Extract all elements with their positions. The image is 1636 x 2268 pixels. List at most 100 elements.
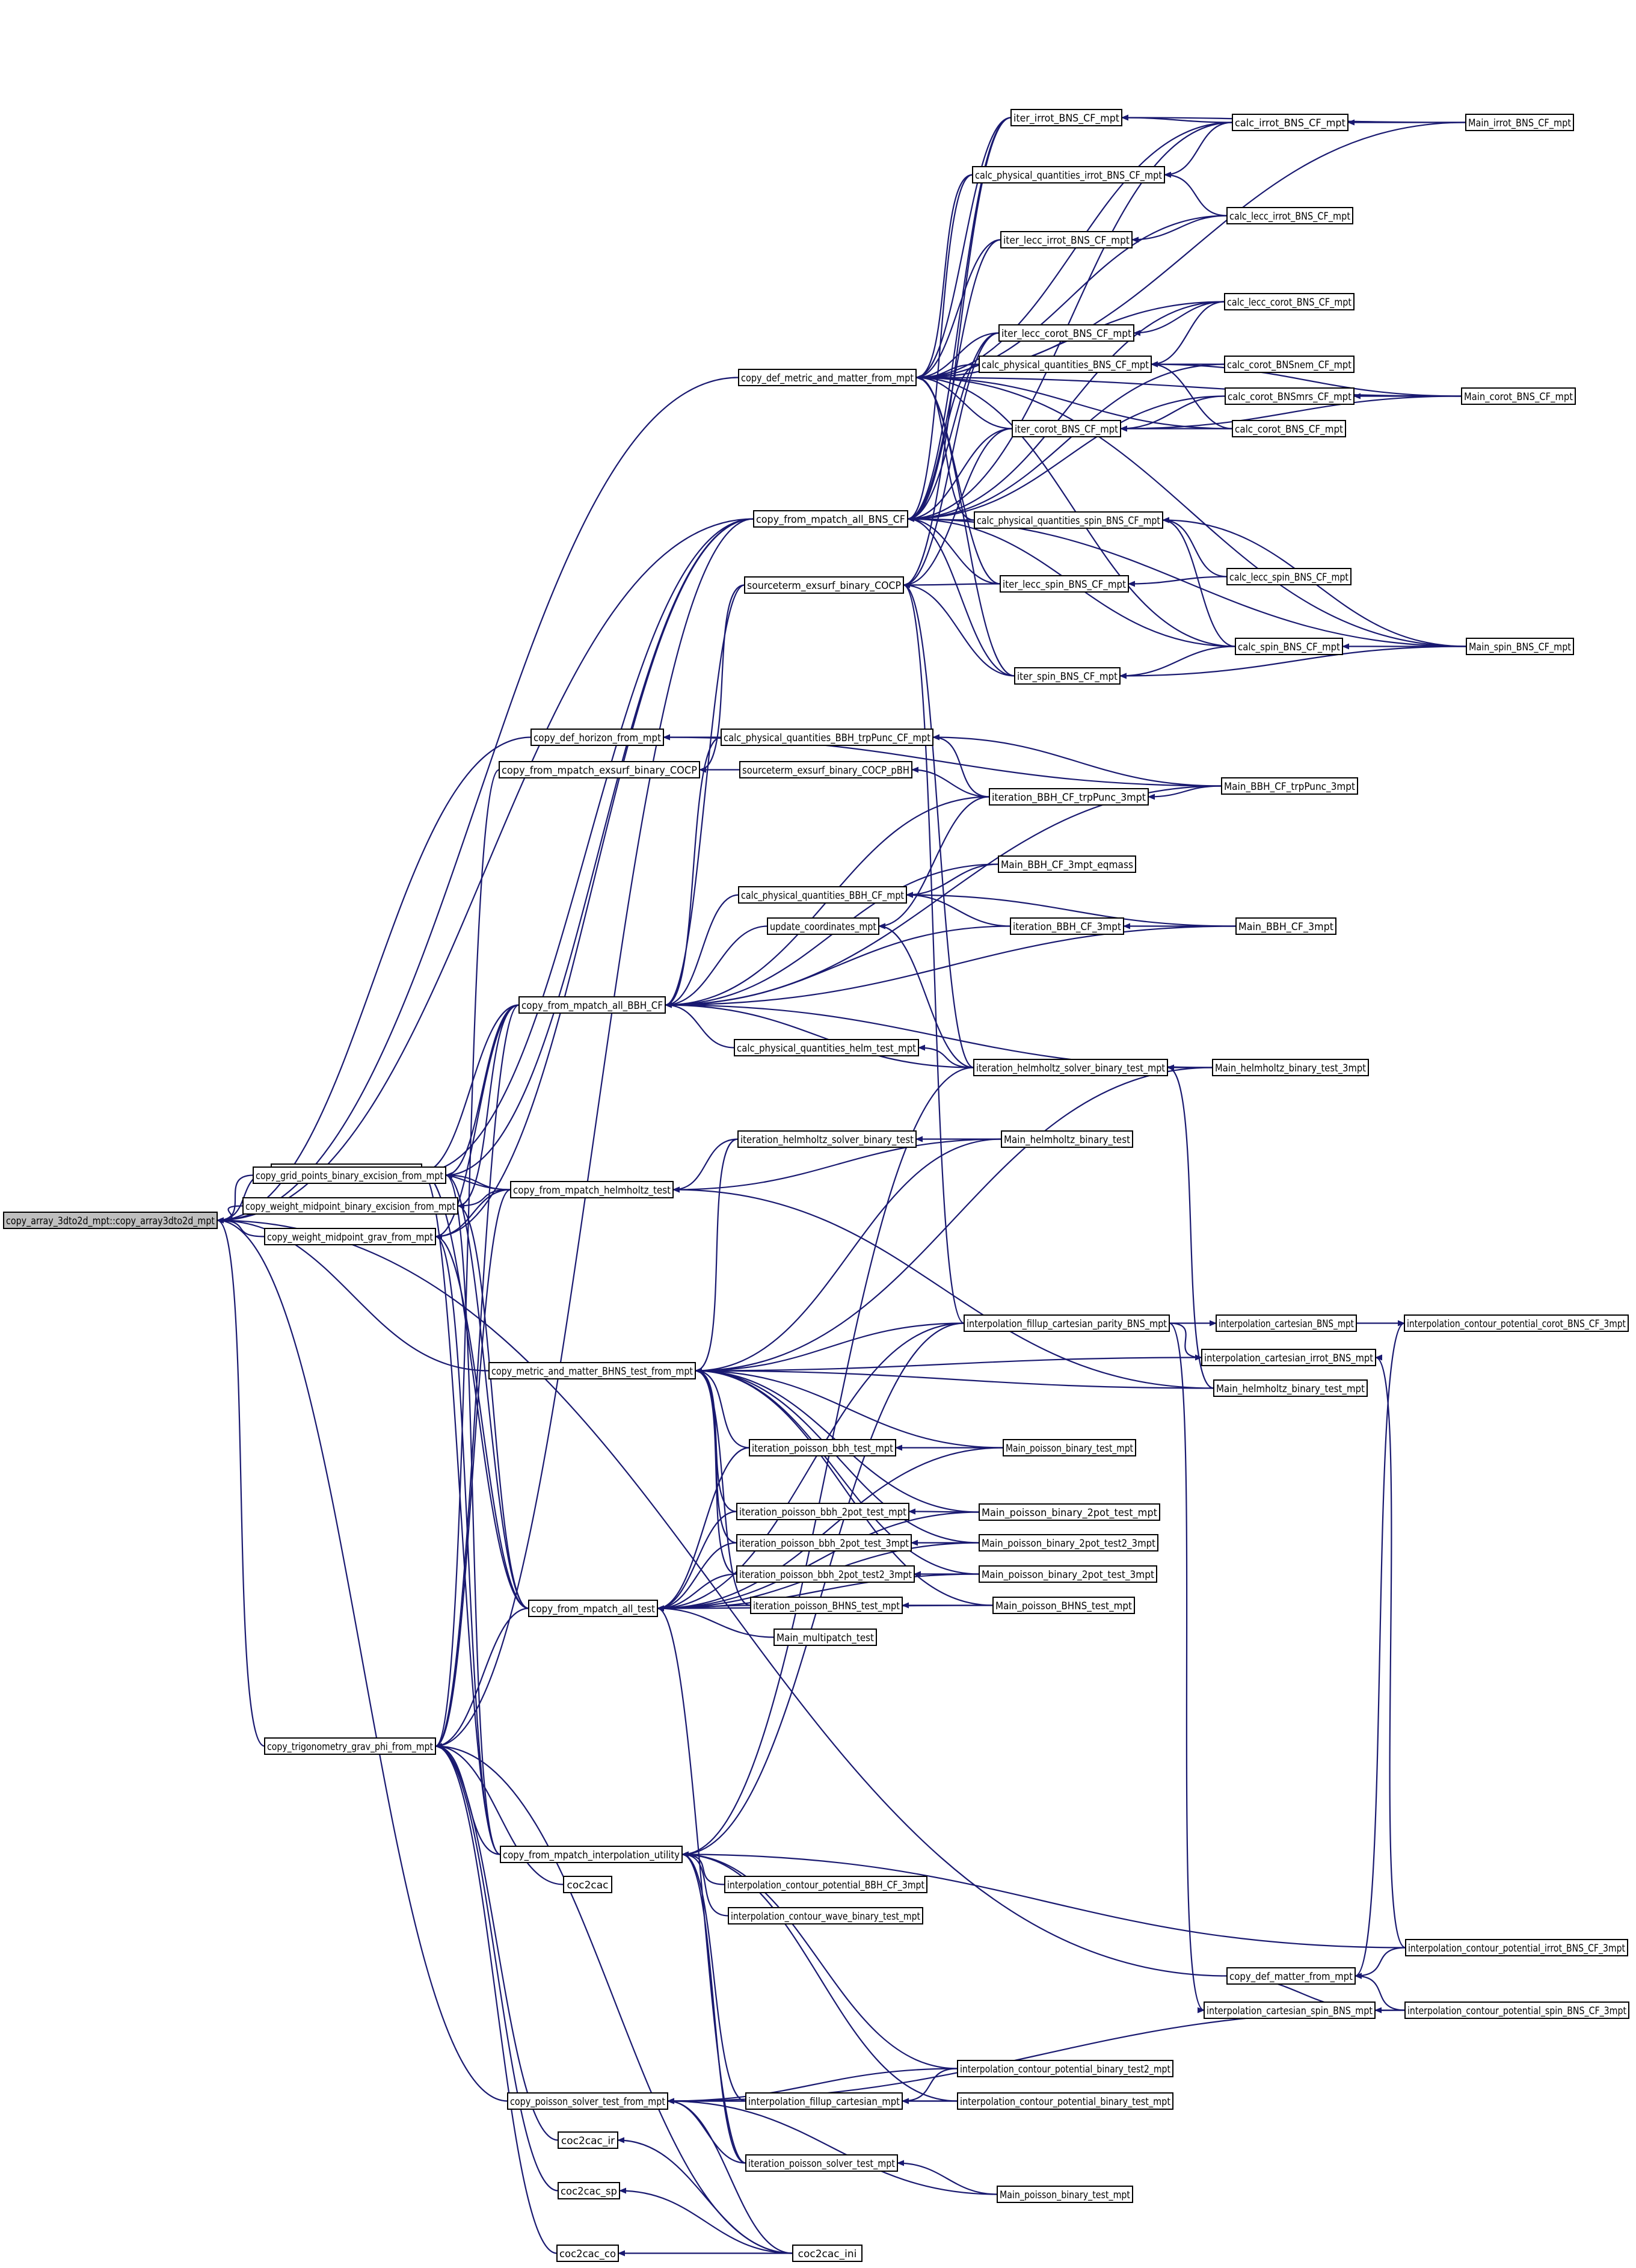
call-edge	[1167, 1064, 1214, 1389]
function-node[interactable]: iteration_poisson_BHNS_test_mpt	[750, 1597, 903, 1614]
function-node[interactable]: Main_poisson_BHNS_test_mpt	[992, 1597, 1135, 1614]
node-box	[750, 1597, 903, 1614]
function-node[interactable]: copy_poisson_solver_test_from_mpt	[507, 2092, 668, 2110]
function-node[interactable]: interpolation_contour_potential_spin_BNS…	[1404, 2001, 1629, 2019]
function-node[interactable]: Main_multipatch_test	[773, 1629, 877, 1646]
function-node[interactable]: copy_def_metric_and_matter_from_mpt	[738, 369, 917, 386]
function-node[interactable]: Main_irrot_BNS_CF_mpt	[1465, 114, 1574, 131]
node-label: interpolation_cartesian_spin_BNS_mpt	[1207, 2005, 1373, 2017]
function-node[interactable]: interpolation_cartesian_BNS_mpt	[1216, 1314, 1357, 1332]
function-node[interactable]: Main_helmholtz_binary_test_3mpt	[1212, 1059, 1369, 1076]
function-node[interactable]: interpolation_contour_potential_BBH_CF_3…	[724, 1876, 927, 1893]
call-edge	[932, 734, 990, 798]
function-node[interactable]: calc_physical_quantities_spin_BNS_CF_mpt	[974, 511, 1163, 529]
function-node[interactable]: iteration_helmholtz_solver_binary_test	[737, 1130, 917, 1148]
node-label: iteration_helmholtz_solver_binary_test	[740, 1134, 914, 1146]
function-node[interactable]: coc2cac_ini	[792, 2245, 863, 2262]
function-node[interactable]: copy_def_horizon_from_mpt	[530, 729, 664, 746]
function-node[interactable]: calc_corot_BNS_CF_mpt	[1232, 420, 1346, 437]
function-node[interactable]: Main_corot_BNS_CF_mpt	[1461, 387, 1576, 405]
function-node[interactable]: iter_irrot_BNS_CF_mpt	[1010, 109, 1122, 126]
function-node[interactable]: iter_corot_BNS_CF_mpt	[1012, 420, 1121, 437]
function-node[interactable]: copy_def_matter_from_mpt	[1226, 1967, 1356, 1985]
function-node[interactable]: calc_corot_BNSmrs_CF_mpt	[1225, 387, 1355, 405]
function-node[interactable]: interpolation_fillup_cartesian_mpt	[745, 2092, 903, 2110]
function-node[interactable]: copy_from_mpatch_all_BBH_CF	[518, 996, 666, 1014]
function-node[interactable]: calc_lecc_corot_BNS_CF_mpt	[1224, 293, 1355, 310]
call-edge	[435, 518, 754, 1749]
function-node[interactable]: calc_irrot_BNS_CF_mpt	[1232, 114, 1348, 131]
function-node[interactable]: Main_BBH_CF_trpPunc_3mpt	[1221, 777, 1358, 795]
function-node[interactable]: iter_lecc_spin_BNS_CF_mpt	[1000, 575, 1129, 593]
function-node[interactable]: sourceterm_exsurf_binary_COCP	[744, 576, 904, 594]
function-node[interactable]: copy_from_mpatch_all_test	[528, 1600, 658, 1617]
function-node[interactable]: copy_trigonometry_grav_phi_from_mpt	[264, 1737, 436, 1755]
node-box	[1226, 568, 1352, 585]
function-node[interactable]: iter_spin_BNS_CF_mpt	[1014, 667, 1121, 685]
function-node[interactable]: Main_BBH_CF_3mpt	[1235, 917, 1336, 935]
function-node[interactable]: Main_poisson_binary_2pot_test_3mpt	[979, 1565, 1157, 1583]
function-node[interactable]: Main_BBH_CF_3mpt_eqmass	[998, 855, 1136, 873]
function-node[interactable]: calc_physical_quantities_irrot_BNS_CF_mp…	[972, 166, 1165, 183]
function-node[interactable]: sourceterm_exsurf_binary_COCP_pBH	[739, 761, 912, 778]
function-node[interactable]: iteration_poisson_solver_test_mpt	[745, 2154, 898, 2172]
function-node[interactable]: Main_poisson_binary_2pot_test2_3mpt	[979, 1534, 1158, 1552]
root-function-node[interactable]: copy_array_3dto2d_mpt::copy_array3dto2d_…	[3, 1212, 218, 1229]
function-node[interactable]: copy_metric_and_matter_BHNS_test_from_mp…	[488, 1362, 696, 1379]
function-node[interactable]: Main_poisson_binary_2pot_test_mpt	[979, 1503, 1160, 1521]
function-node[interactable]: calc_corot_BNSnem_CF_mpt	[1224, 356, 1355, 373]
function-node[interactable]: copy_weight_midpoint_grav_from_mpt	[264, 1228, 436, 1245]
node-box	[488, 1362, 696, 1379]
function-node[interactable]: Main_helmholtz_binary_test_mpt	[1213, 1379, 1368, 1397]
function-node[interactable]: iter_lecc_corot_BNS_CF_mpt	[998, 324, 1134, 342]
function-node[interactable]: calc_lecc_irrot_BNS_CF_mpt	[1226, 207, 1353, 224]
function-node[interactable]: iteration_BBH_CF_3mpt	[1010, 917, 1124, 935]
function-node[interactable]: coc2cac_co	[556, 2245, 619, 2262]
node-box	[1224, 356, 1355, 373]
function-node[interactable]: iteration_BBH_CF_trpPunc_3mpt	[989, 788, 1149, 806]
function-node[interactable]: calc_lecc_spin_BNS_CF_mpt	[1226, 568, 1352, 585]
function-node[interactable]: interpolation_contour_potential_corot_BN…	[1404, 1314, 1629, 1332]
function-node[interactable]: calc_physical_quantities_helm_test_mpt	[734, 1039, 919, 1056]
function-node[interactable]: copy_grid_points_binary_excision_from_mp…	[253, 1166, 446, 1184]
function-node[interactable]: interpolation_cartesian_spin_BNS_mpt	[1204, 2001, 1376, 2019]
function-node[interactable]: Main_poisson_binary_test_mpt	[997, 2186, 1133, 2203]
function-node[interactable]: interpolation_cartesian_irrot_BNS_mpt	[1201, 1349, 1376, 1366]
node-box	[558, 2131, 618, 2149]
function-node[interactable]: iteration_helmholtz_solver_binary_test_m…	[973, 1059, 1168, 1076]
function-node[interactable]: copy_from_mpatch_all_BNS_CF	[753, 510, 908, 528]
function-node[interactable]: coc2cac_ir	[558, 2131, 618, 2149]
function-node[interactable]: iteration_poisson_bbh_2pot_test_mpt	[736, 1503, 909, 1520]
function-node[interactable]: iter_lecc_irrot_BNS_CF_mpt	[1000, 231, 1133, 248]
function-node[interactable]: update_coordinates_mpt	[767, 917, 879, 935]
function-node[interactable]: iteration_poisson_bbh_2pot_test2_3mpt	[736, 1565, 915, 1583]
function-node[interactable]: copy_weight_midpoint_binary_excision_fro…	[242, 1197, 458, 1215]
call-edge	[1128, 576, 1228, 587]
call-edge	[907, 301, 1225, 522]
function-node[interactable]: interpolation_contour_wave_binary_test_m…	[728, 1907, 923, 1924]
function-node[interactable]: copy_from_mpatch_interpolation_utility	[500, 1846, 683, 1863]
function-node[interactable]: calc_spin_BNS_CF_mpt	[1235, 638, 1343, 655]
function-node[interactable]: iteration_poisson_bbh_2pot_test_3mpt	[736, 1534, 912, 1552]
function-node[interactable]: calc_physical_quantities_BBH_CF_mpt	[738, 886, 907, 904]
function-node[interactable]: copy_from_mpatch_helmholtz_test	[510, 1181, 674, 1198]
function-node[interactable]: interpolation_contour_potential_irrot_BN…	[1405, 1939, 1628, 1956]
function-node[interactable]: Main_poisson_binary_test_mpt	[1003, 1439, 1136, 1456]
call-edge	[217, 1217, 490, 1372]
function-node[interactable]: calc_physical_quantities_BBH_trpPunc_CF_…	[721, 729, 933, 746]
function-node[interactable]: Main_helmholtz_binary_test	[1001, 1130, 1133, 1148]
node-box	[979, 356, 1152, 373]
node-box	[1235, 638, 1343, 655]
function-node[interactable]: Main_spin_BNS_CF_mpt	[1466, 638, 1574, 655]
function-node[interactable]: interpolation_fillup_cartesian_parity_BN…	[964, 1314, 1170, 1332]
function-node[interactable]: coc2cac_sp	[558, 2182, 620, 2199]
node-label: interpolation_contour_potential_BBH_CF_3…	[727, 1879, 924, 1891]
node-box	[736, 1565, 915, 1583]
function-node[interactable]: copy_from_mpatch_exsurf_binary_COCP	[499, 761, 700, 778]
function-node[interactable]: interpolation_contour_potential_binary_t…	[957, 2060, 1173, 2077]
function-node[interactable]: interpolation_contour_potential_binary_t…	[957, 2092, 1173, 2110]
function-node[interactable]: calc_physical_quantities_BNS_CF_mpt	[979, 356, 1152, 373]
function-node[interactable]: coc2cac	[563, 1876, 612, 1893]
function-node[interactable]: iteration_poisson_bbh_test_mpt	[749, 1439, 896, 1456]
call-edge	[672, 1186, 1214, 1389]
